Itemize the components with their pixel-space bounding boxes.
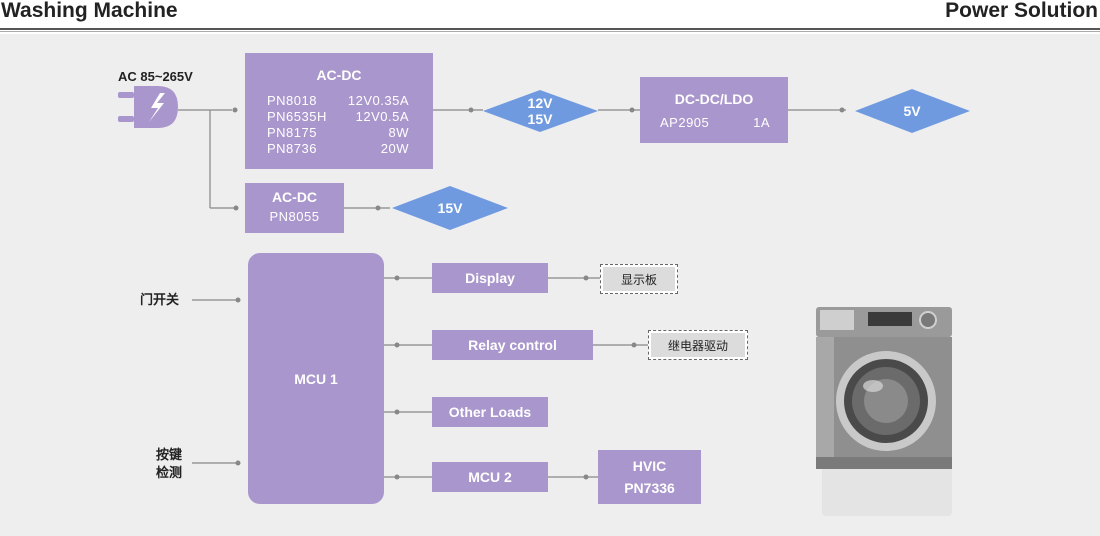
part-number: PN8175 <box>267 125 317 140</box>
diamond-5v-label: 5V <box>903 103 921 119</box>
other-loads-box: Other Loads <box>432 397 548 427</box>
diamond-12v-15v <box>483 90 598 132</box>
part-number: AP2905 <box>660 115 710 130</box>
display-box: Display <box>432 263 548 293</box>
acdc-row: PN8736 20W <box>267 141 409 156</box>
diamond-15v <box>392 186 508 230</box>
key-detect-label-line2: 检测 <box>156 465 183 480</box>
header-rule-thin <box>0 31 1100 32</box>
hvic-part: PN7336 <box>624 480 675 496</box>
part-number: PN6535H <box>267 109 327 124</box>
key-detect-label-line1: 按键 <box>156 447 183 462</box>
acdc-second-box: AC-DC PN8055 <box>245 183 344 233</box>
acdc-row: PN8175 8W <box>267 125 409 140</box>
part-spec: 20W <box>380 141 409 156</box>
acdc-second-title: AC-DC <box>271 189 318 205</box>
dcdc-row: AP2905 1A <box>660 115 770 130</box>
ac-input-label: AC 85~265V <box>118 69 193 84</box>
part-spec: 12V0.35A <box>347 93 409 108</box>
page-subtitle: Power Solution <box>945 0 1098 22</box>
acdc-second-part: PN8055 <box>269 209 320 224</box>
relay-control-box: Relay control <box>432 330 593 360</box>
diamond-15v-label: 15V <box>437 200 463 216</box>
part-spec: 1A <box>753 115 770 130</box>
display-board-label: 显示板 <box>603 267 675 291</box>
part-spec: 12V0.5A <box>355 109 409 124</box>
dcdc-ldo-box: DC-DC/LDO AP2905 1A <box>640 77 788 143</box>
relay-driver-label: 继电器驱动 <box>651 333 745 357</box>
part-number: PN8736 <box>267 141 317 156</box>
hvic-box: HVIC PN7336 <box>598 450 701 504</box>
diamond-5v <box>855 89 970 133</box>
voltage-12v: 12V <box>527 95 553 111</box>
washing-machine-illustration <box>816 307 952 516</box>
hvic-title: HVIC <box>632 458 667 474</box>
acdc-row: PN6535H 12V0.5A <box>267 109 409 124</box>
acdc-main-box: AC-DC PN8018 12V0.35A PN6535H 12V0.5A PN… <box>245 53 433 169</box>
power-plug-icon <box>118 86 178 128</box>
acdc-row: PN8018 12V0.35A <box>267 93 409 108</box>
acdc-main-title: AC-DC <box>316 67 362 83</box>
part-number: PN8018 <box>267 93 317 108</box>
page-title: Washing Machine <box>1 0 178 22</box>
diamond-12v-15v-label: 12V 15V <box>500 95 580 127</box>
display-board-target: 显示板 <box>600 264 678 294</box>
voltage-15v: 15V <box>527 111 553 127</box>
header-rule <box>0 28 1100 30</box>
header-bar: Washing Machine Power Solution <box>0 0 1100 30</box>
part-spec: 8W <box>388 125 409 140</box>
relay-driver-target: 继电器驱动 <box>648 330 748 360</box>
mcu2-box: MCU 2 <box>432 462 548 492</box>
mcu1-box: MCU 1 <box>248 253 384 504</box>
dcdc-title: DC-DC/LDO <box>674 91 754 107</box>
door-switch-label: 门开关 <box>140 292 180 307</box>
